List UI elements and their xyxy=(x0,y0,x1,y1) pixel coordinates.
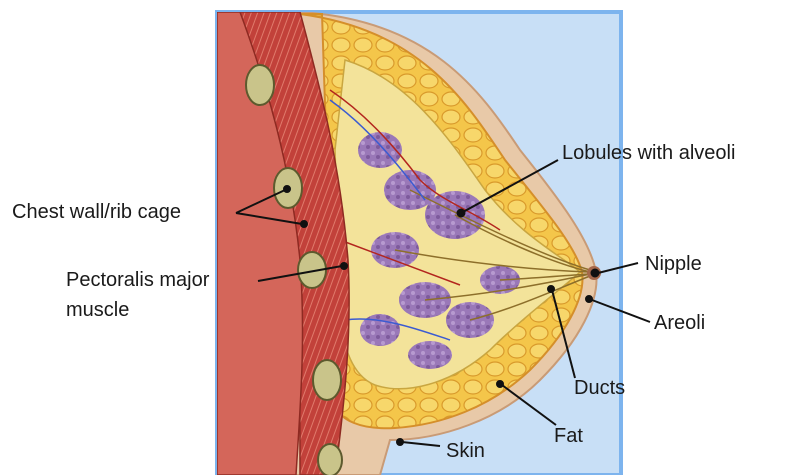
label-chest-wall: Chest wall/rib cage xyxy=(12,200,181,224)
label-fat: Fat xyxy=(554,424,583,448)
label-areoli: Areoli xyxy=(654,311,705,335)
label-pectoralis-line2: muscle xyxy=(66,298,129,322)
label-skin: Skin xyxy=(446,439,485,463)
label-ducts: Ducts xyxy=(574,376,625,400)
label-pectoralis-line1: Pectoralis major xyxy=(66,268,209,292)
label-nipple: Nipple xyxy=(645,252,702,276)
label-lobules: Lobules with alveoli xyxy=(562,141,735,165)
